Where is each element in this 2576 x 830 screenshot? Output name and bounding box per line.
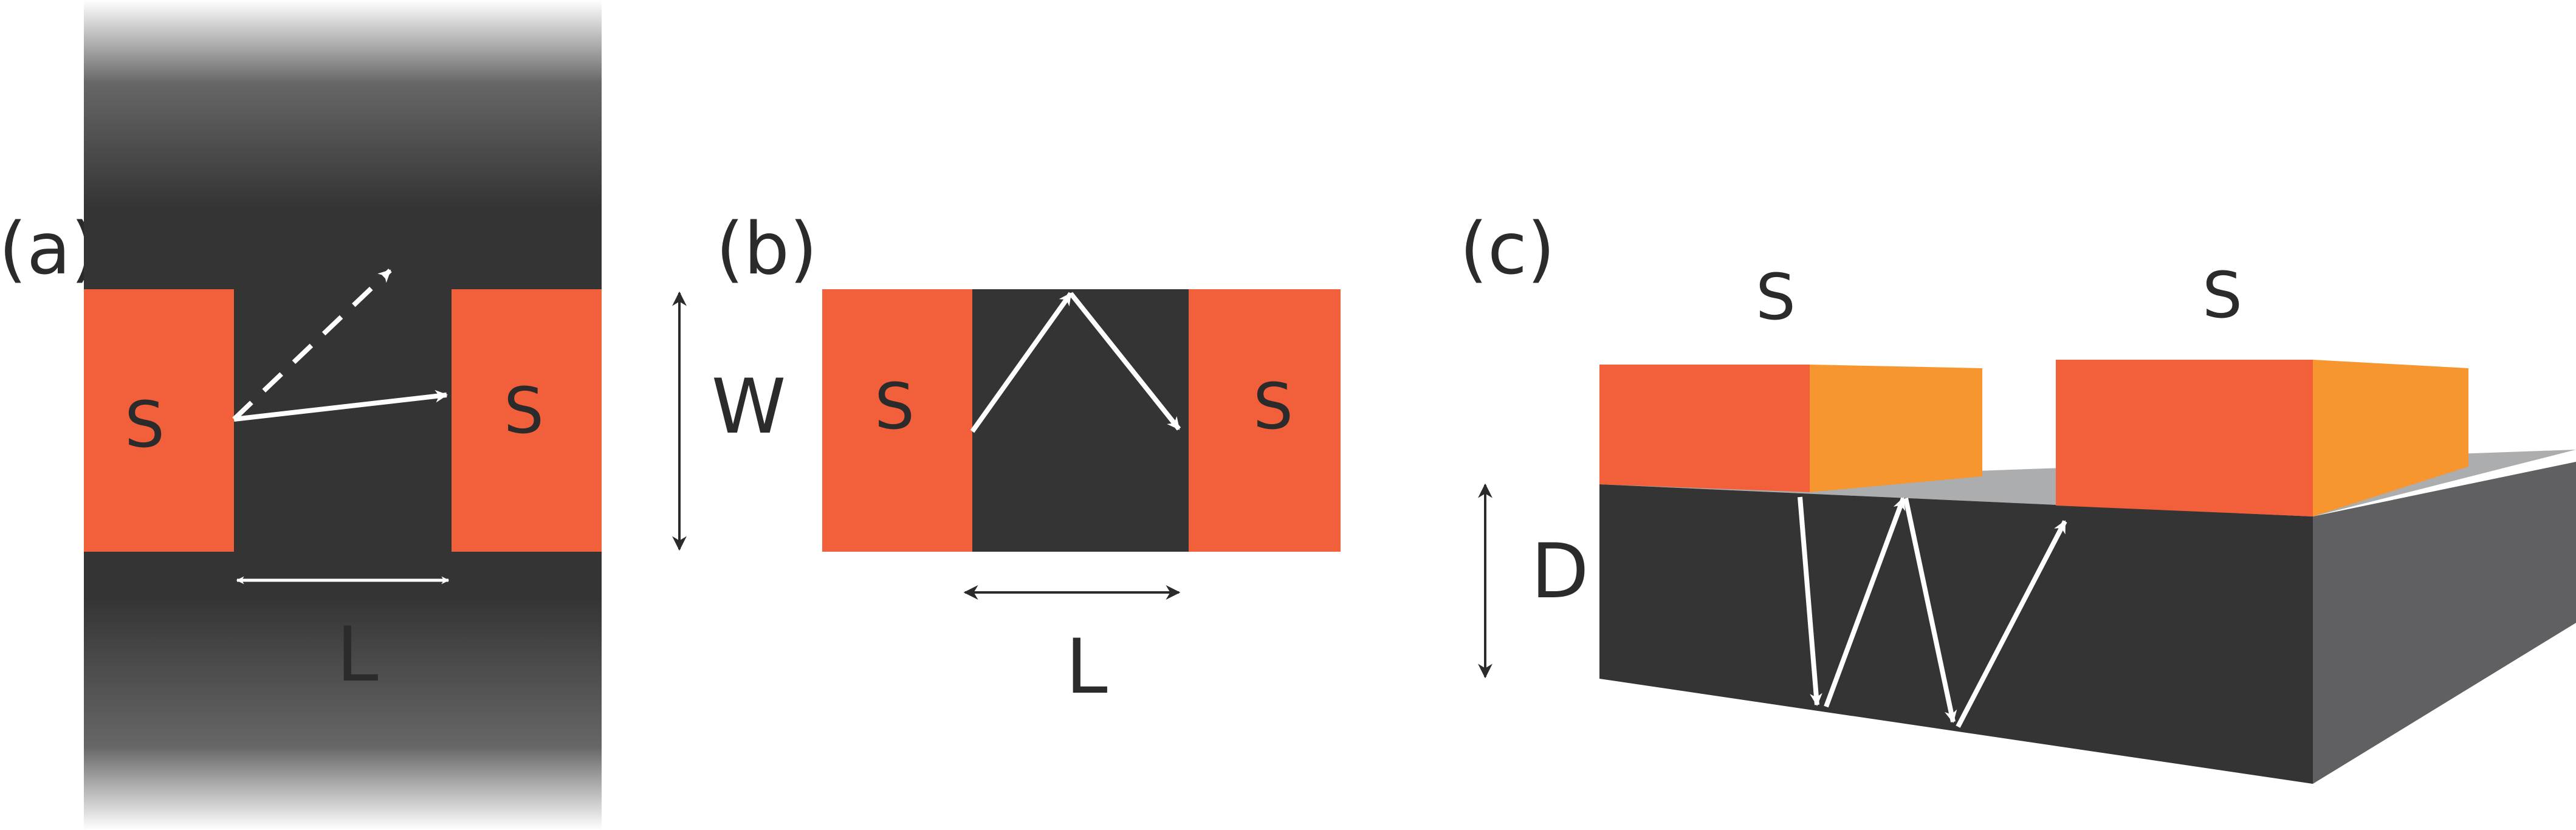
panel-c: (c) S S D <box>1460 207 2576 784</box>
panel-a: (a) S S L <box>0 0 602 830</box>
length-label: L <box>1065 623 1107 711</box>
substrate-front-face <box>1599 484 2313 784</box>
left-electrode <box>84 289 234 552</box>
right-electrode-front <box>2056 360 2313 516</box>
trajectory-arrow-dashed <box>232 269 392 421</box>
panel-a-label: (a) <box>0 207 98 290</box>
right-electrode <box>452 289 602 552</box>
substrate-side-face <box>2313 462 2576 784</box>
right-electrode <box>1189 289 1341 552</box>
width-label: W <box>712 363 786 451</box>
right-electrode-label: S <box>1253 369 1293 444</box>
right-electrode-label: S <box>504 374 544 448</box>
left-electrode-label: S <box>125 388 165 462</box>
trajectory-arrow-4 <box>1956 520 2067 728</box>
channel <box>234 289 452 552</box>
panel-b: (b) W S S L <box>672 207 1341 711</box>
trajectory-arrow-1 <box>1798 496 1822 707</box>
trajectory-arrow-solid <box>233 389 448 422</box>
trajectory-arrow-incident <box>970 292 1073 433</box>
length-label: L <box>336 611 378 699</box>
left-electrode <box>822 289 972 552</box>
left-electrode-label: S <box>1756 260 1796 334</box>
trajectory-arrow-reflected <box>1068 292 1181 431</box>
right-electrode-label: S <box>2202 258 2242 332</box>
trajectory-arrow-3 <box>1903 498 1957 724</box>
left-electrode-front <box>1599 365 1810 492</box>
panel-b-label: (b) <box>716 207 817 290</box>
trajectory-arrow-2 <box>1824 497 1906 708</box>
right-electrode-side <box>2313 360 2468 516</box>
left-electrode-label: S <box>874 369 915 444</box>
left-electrode-side <box>1810 365 1982 492</box>
channel <box>972 289 1189 552</box>
depth-label: D <box>1531 528 1589 616</box>
panel-c-label: (c) <box>1460 207 1555 290</box>
